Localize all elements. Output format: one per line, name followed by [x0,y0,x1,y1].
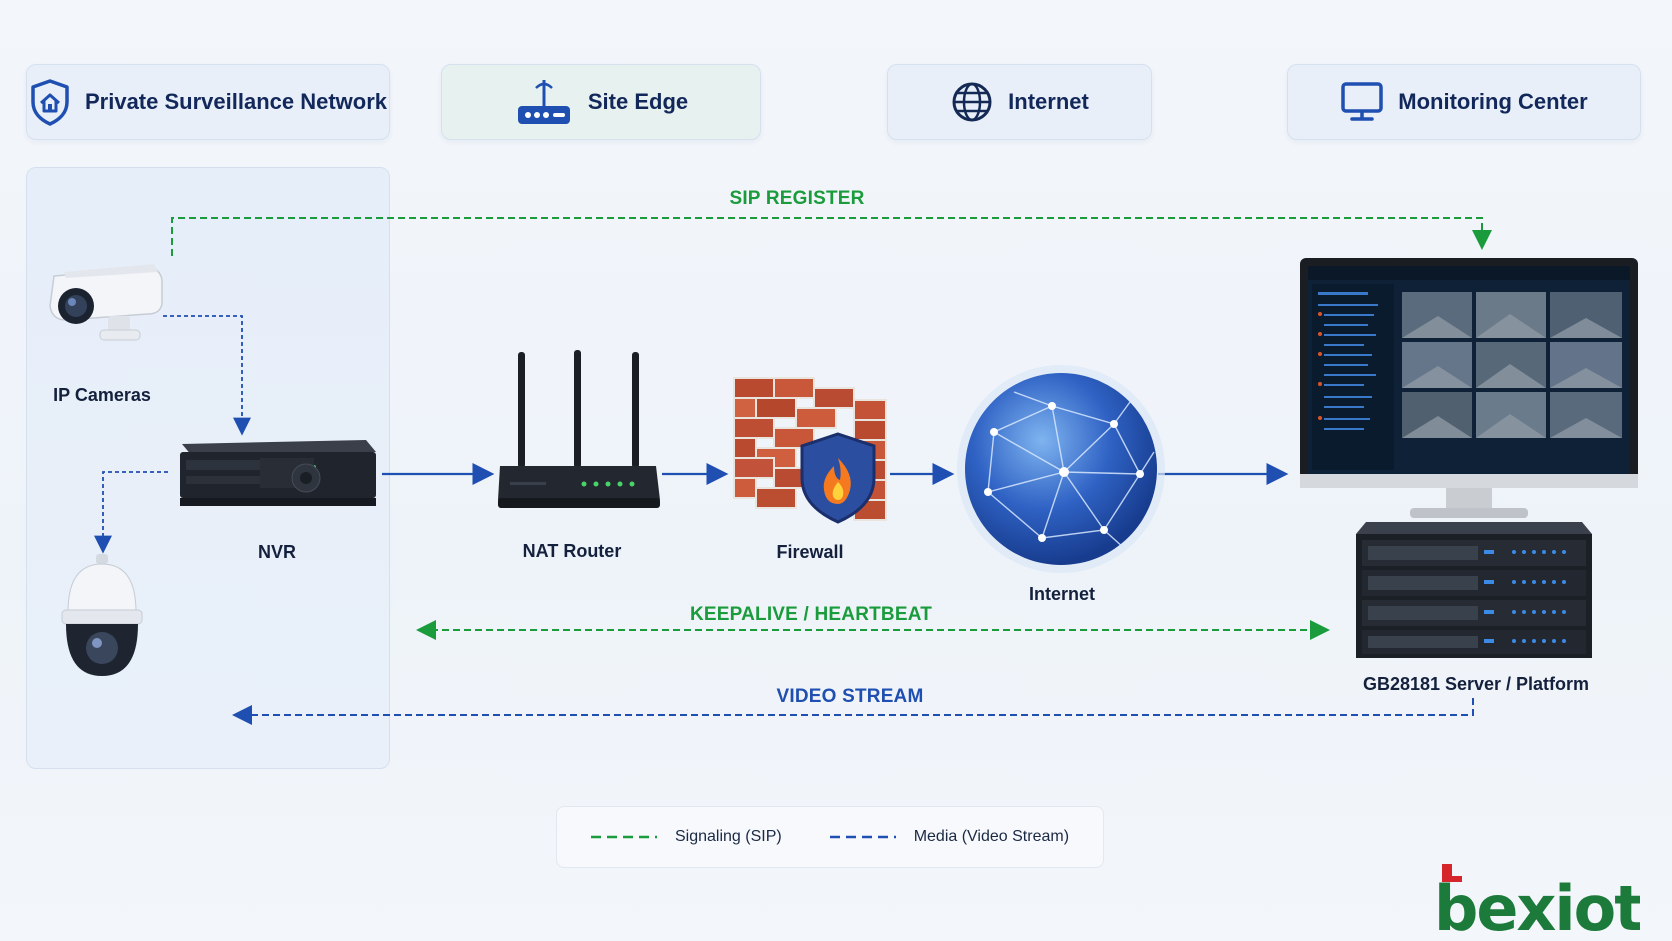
monitor-icon [1341,82,1384,121]
sip-register-label: SIP REGISTER [729,188,865,209]
nat-router-icon [498,350,660,508]
keepalive-label: KEEPALIVE / HEARTBEAT [689,604,933,625]
ip-cameras-label: IP Cameras [53,385,151,405]
video-stream-line [232,698,1474,725]
legend-media-label: Media (Video Stream) [913,828,1070,845]
ptz-nvr-link [94,471,168,554]
green-dashed-line-icon [590,835,657,839]
camera-nvr-link [163,315,251,436]
dome-camera-icon [61,554,143,676]
firewall-label: Firewall [776,542,844,562]
zone-private-network: Private Surveillance Network [26,64,390,140]
server-rack-icon [1356,522,1592,658]
zone-internet: Internet [887,64,1152,140]
legend-media: Media (Video Stream) [829,828,1070,846]
router-icon [517,80,570,124]
globe-icon [952,82,992,122]
nvr-device-icon [180,440,376,506]
monitoring-display-icon [1300,258,1638,518]
zone-site-edge: Site Edge [441,64,761,140]
nvr-label: NVR [257,542,297,562]
svg-text:bexiot: bexiot [1434,872,1640,936]
zone-internet-label: Internet [1008,89,1089,114]
video-stream-label: VIDEO STREAM [776,686,924,707]
blue-dashed-line-icon [829,835,896,839]
nat-router-label: NAT Router [522,541,622,561]
sip-register-line [171,217,1492,256]
internet-label: Internet [1028,584,1096,604]
zone-monitoring-center-label: Monitoring Center [1398,89,1588,114]
zone-site-edge-label: Site Edge [587,89,689,114]
shield-home-icon [31,79,69,126]
zone-monitoring-center: Monitoring Center [1287,64,1641,140]
bullet-camera-icon [49,264,163,341]
firewall-icon [733,377,887,524]
legend: Signaling (SIP) Media (Video Stream) [556,806,1104,868]
zone-private-network-label: Private Surveillance Network [84,89,388,114]
legend-signaling: Signaling (SIP) [590,828,782,846]
internet-globe-icon [957,365,1165,573]
bexiot-logo: bexiot [1434,864,1640,936]
server-label: GB28181 Server / Platform [1362,674,1590,694]
legend-signaling-label: Signaling (SIP) [674,828,782,845]
